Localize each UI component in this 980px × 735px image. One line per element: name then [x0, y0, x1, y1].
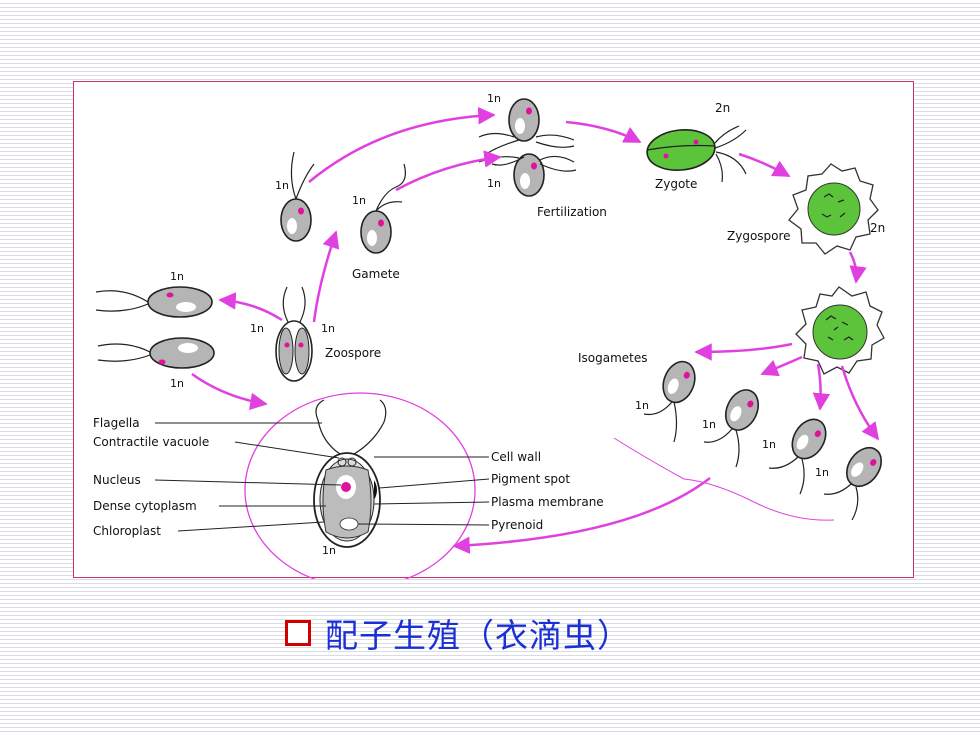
label-plasma-membrane: Plasma membrane — [491, 495, 604, 509]
released-cell-upper — [95, 286, 213, 318]
label-cell-wall: Cell wall — [491, 450, 541, 464]
isogamete-4 — [823, 440, 890, 521]
isogamete-3 — [768, 412, 834, 495]
label-1n-fert: 1n — [487, 177, 501, 190]
zygote-cell — [646, 125, 747, 183]
label-dense-cytoplasm: Dense cytoplasm — [93, 499, 197, 513]
cell-structure — [313, 399, 387, 548]
label-1n-left-a: 1n — [170, 270, 184, 283]
arrow-fert-to-zygote — [565, 120, 642, 144]
zoospore — [275, 286, 313, 382]
label-1n-left-b: 1n — [170, 377, 184, 390]
arrow-to-isogamete-3 — [812, 363, 831, 411]
life-cycle-diagram: 1n 1n Fertilization 2n Zygote Zygospore … — [93, 92, 890, 579]
square-bullet-icon — [285, 620, 311, 646]
label-zygote: Zygote — [655, 177, 697, 191]
label-pigment-spot: Pigment spot — [491, 472, 570, 486]
label-contractile-vacuole: Contractile vacuole — [93, 435, 209, 449]
caption-text: 配子生殖（衣滴虫） — [325, 616, 631, 655]
chlamydomonas-life-cycle-figure: 1n 1n Fertilization 2n Zygote Zygospore … — [73, 81, 914, 579]
label-1n-iso-4: 1n — [815, 466, 829, 479]
label-flagella: Flagella — [93, 416, 140, 430]
isogamete-2 — [703, 383, 766, 468]
label-1n-zoo-a: 1n — [250, 322, 264, 335]
arrow-cell-to-structure — [191, 372, 268, 411]
structure-right-labels: Cell wall Pigment spot Plasma membrane P… — [357, 450, 604, 532]
structure-left-labels: Flagella Contractile vacuole Nucleus Den… — [93, 416, 342, 538]
arrow-gamete-to-top — [308, 106, 496, 183]
gamete-right — [360, 163, 406, 254]
zygospore-bottom — [795, 286, 885, 375]
label-zoospore: Zoospore — [325, 346, 381, 360]
arrow-zoospore-to-gamete — [312, 230, 340, 323]
label-1n-zoo-b: 1n — [321, 322, 335, 335]
label-1n-structure: 1n — [322, 544, 336, 557]
gamete-left — [280, 151, 315, 242]
arrow-zygote-to-zygospore — [738, 152, 791, 178]
arrow-to-isogamete-4 — [840, 365, 880, 441]
label-pyrenoid: Pyrenoid — [491, 518, 543, 532]
arrow-zygospore-down — [848, 251, 867, 284]
isogamete-connector — [613, 437, 835, 521]
label-gamete: Gamete — [352, 267, 400, 281]
isogamete-1 — [643, 356, 702, 443]
arrow-to-isogamete-2 — [760, 355, 803, 377]
label-isogametes: Isogametes — [578, 351, 648, 365]
arrow-isogamete-to-structure — [452, 477, 711, 554]
zygospore-top — [788, 163, 879, 255]
label-1n-gamete-a: 1n — [275, 179, 289, 192]
label-1n-top: 1n — [487, 92, 501, 105]
label-zygospore: Zygospore — [727, 229, 791, 243]
arrow-zoospore-to-cell — [218, 292, 283, 322]
label-2n-zygospore: 2n — [870, 221, 885, 235]
arrow-to-isogamete-1 — [694, 342, 793, 361]
label-chloroplast: Chloroplast — [93, 524, 161, 538]
released-cell-lower — [97, 337, 215, 369]
structure-highlight-circle — [244, 392, 476, 579]
cycle-arrows — [191, 106, 880, 554]
label-1n-iso-3: 1n — [762, 438, 776, 451]
label-2n-zygote: 2n — [715, 101, 730, 115]
label-1n-gamete-b: 1n — [352, 194, 366, 207]
label-fertilization: Fertilization — [537, 205, 607, 219]
label-1n-iso-2: 1n — [702, 418, 716, 431]
label-nucleus: Nucleus — [93, 473, 141, 487]
slide-caption: 配子生殖（衣滴虫） — [285, 609, 631, 657]
label-1n-iso-1: 1n — [635, 399, 649, 412]
arrow-gamete-to-fert — [395, 150, 502, 192]
